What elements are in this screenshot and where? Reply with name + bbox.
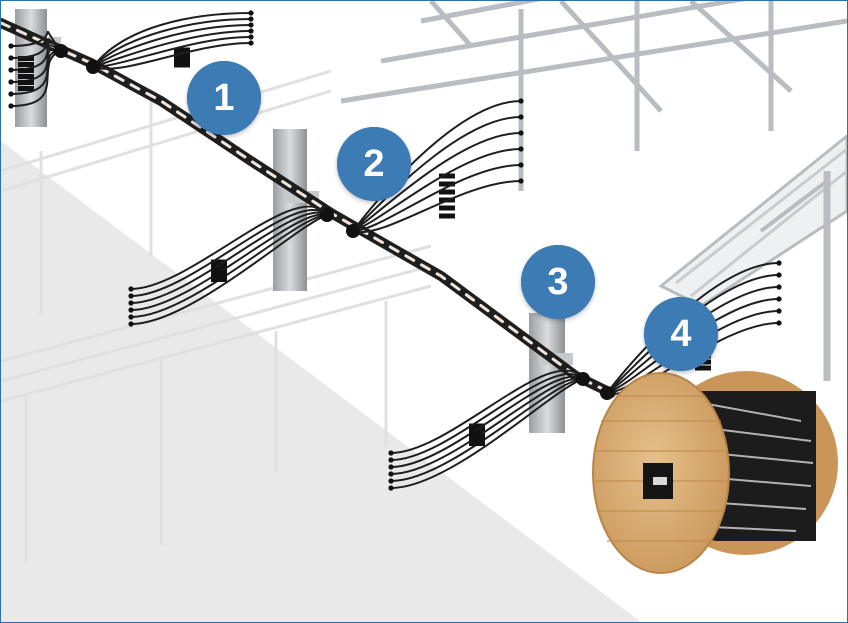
connector-end <box>388 471 393 476</box>
connector-end <box>248 16 253 21</box>
inline-fuse <box>18 86 34 91</box>
connector-end <box>388 485 393 490</box>
connector-end <box>128 307 133 312</box>
connector-end <box>388 478 393 483</box>
connector-end <box>518 146 523 151</box>
connector-end <box>248 22 253 27</box>
inline-fuse <box>18 74 34 79</box>
inline-fuse <box>174 63 190 68</box>
connector-end <box>776 272 781 277</box>
callout-badge-2: 2 <box>337 127 411 201</box>
connector-end <box>128 314 133 319</box>
connector-end <box>518 130 523 135</box>
connector-end <box>128 300 133 305</box>
connector-end <box>776 296 781 301</box>
connector-end <box>8 55 13 60</box>
connector-end <box>128 286 133 291</box>
connector-end <box>128 321 133 326</box>
connector-end <box>8 103 13 108</box>
connector-end <box>776 308 781 313</box>
connector-end <box>518 178 523 183</box>
inline-fuse <box>439 214 455 219</box>
cable-drum <box>593 371 838 573</box>
connector-end <box>388 450 393 455</box>
connector-end <box>388 457 393 462</box>
connector-end <box>776 284 781 289</box>
connector-end <box>776 260 781 265</box>
connector-end <box>248 34 253 39</box>
inline-fuse <box>18 62 34 67</box>
connector-end <box>518 162 523 167</box>
solar-rack-top <box>341 1 847 191</box>
inline-fuse <box>211 277 227 282</box>
connector-end <box>128 293 133 298</box>
callout-badge-4: 4 <box>644 297 718 371</box>
inline-fuse <box>18 68 34 73</box>
connector-end <box>8 67 13 72</box>
connector-end <box>388 464 393 469</box>
callout-badge-1: 1 <box>187 61 261 135</box>
connector-end <box>248 10 253 15</box>
connector-end <box>8 79 13 84</box>
connector-end <box>248 40 253 45</box>
connector-end <box>8 91 13 96</box>
inline-fuse <box>469 441 485 446</box>
callout-badge-3: 3 <box>521 245 595 319</box>
connector-end <box>248 28 253 33</box>
connector-end <box>8 43 13 48</box>
connector-end <box>518 98 523 103</box>
inline-fuse <box>18 80 34 85</box>
inline-fuse <box>439 206 455 211</box>
connector-end <box>518 114 523 119</box>
connector-end <box>776 320 781 325</box>
